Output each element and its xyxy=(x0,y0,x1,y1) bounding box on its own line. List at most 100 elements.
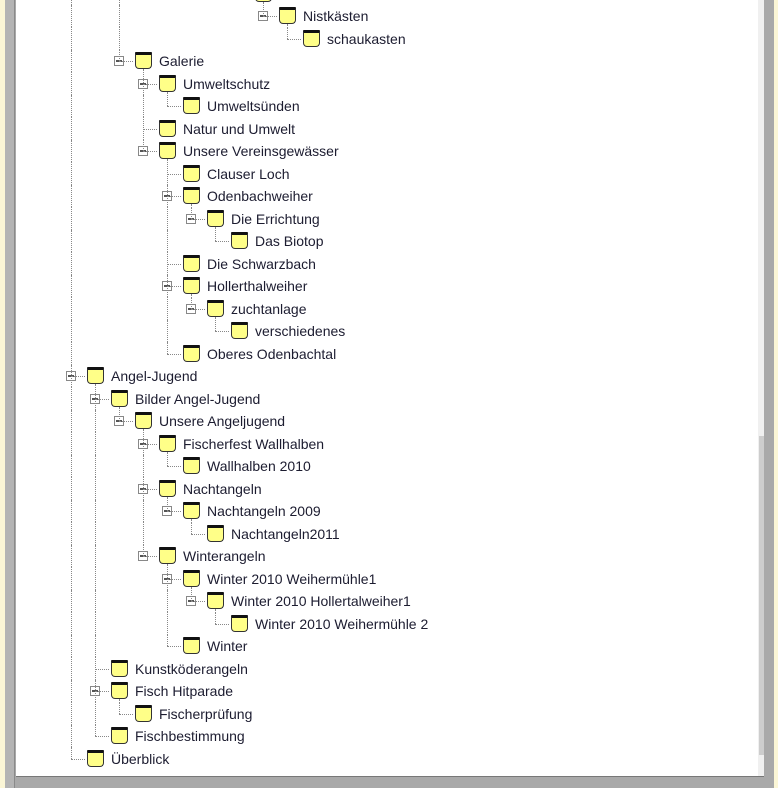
tree-item[interactable]: Galerie xyxy=(113,50,513,72)
tree-item-label: Umweltschutz xyxy=(183,75,271,92)
tree-guide-line xyxy=(143,83,157,85)
tree-item[interactable]: Hollerthalweiher xyxy=(161,275,561,297)
folder-icon xyxy=(87,367,104,384)
tree-guide-line xyxy=(143,499,144,523)
tree-guide-line xyxy=(71,319,72,343)
tree-item[interactable]: Die Schwarzbach xyxy=(161,253,561,275)
tree-guide-line xyxy=(167,159,168,164)
tree-guide-line xyxy=(95,736,109,737)
tree-item[interactable]: Nachtangeln2011 xyxy=(185,523,585,545)
tree-item[interactable]: Nachtangeln xyxy=(137,478,537,500)
tree-item[interactable]: Natur und Umwelt xyxy=(137,118,537,140)
tree-guide-line xyxy=(167,106,181,107)
tree-guide-line xyxy=(71,499,72,523)
tree-item-label: Clauser Loch xyxy=(207,165,290,182)
tree-item[interactable]: Wallhalben 2010 xyxy=(161,455,561,477)
tree-guide-line xyxy=(119,713,133,715)
tree-item[interactable]: Unsere Angeljugend xyxy=(113,410,513,432)
folder-icon xyxy=(111,389,128,407)
tree-guide-line xyxy=(263,16,277,17)
tree-item[interactable]: Unsere Vereinsgewässer xyxy=(137,140,537,162)
tree-item[interactable]: Winter 2010 Hollertalweiher1 xyxy=(185,590,585,612)
tree-guide-line xyxy=(143,443,157,445)
tree-item[interactable]: schaukasten xyxy=(281,28,681,50)
tree-item-label: Das Biotop xyxy=(255,233,324,249)
tree-item[interactable]: Oberes Odenbachtal xyxy=(161,343,561,365)
tree-guide-line xyxy=(71,162,72,185)
folder-icon xyxy=(159,434,176,452)
tree-item-label: verschiedenes xyxy=(255,323,346,339)
tree-item[interactable]: Fischerfest Wallhalben xyxy=(137,433,537,455)
tree-item[interactable]: Nistkästen xyxy=(257,5,657,27)
folder-icon xyxy=(183,254,200,272)
tree-item[interactable]: Die Errichtung xyxy=(185,208,585,230)
tree-guide-line xyxy=(215,319,216,331)
tree-guide-line xyxy=(71,544,72,568)
tree-item[interactable]: Bilder Angel-Jugend xyxy=(89,388,489,410)
tree-item[interactable]: Clauser Loch xyxy=(161,163,561,185)
folder-icon xyxy=(207,299,224,317)
tree-guide-line xyxy=(119,702,120,714)
tree-guide-line xyxy=(119,27,120,50)
tree-item[interactable]: verschiedenes xyxy=(209,320,609,342)
tree-guide-line xyxy=(143,556,157,557)
tree-item[interactable] xyxy=(233,0,633,5)
tree-guide-line xyxy=(71,27,72,50)
scroll-down-button[interactable]: ❯ xyxy=(758,757,764,775)
tree-guide-line xyxy=(119,0,120,5)
folder-icon xyxy=(111,682,128,699)
tree-item[interactable]: Angel-Jugend xyxy=(65,365,465,387)
tree-item[interactable]: Fischerprüfung xyxy=(113,703,513,725)
tree-item[interactable]: zuchtanlage xyxy=(185,298,585,320)
tree-item[interactable]: Umweltschutz xyxy=(137,73,537,95)
scrollbar-thumb[interactable] xyxy=(759,436,764,755)
tree-item[interactable]: Winter xyxy=(161,635,561,657)
tree-item[interactable]: Kunstköderangeln xyxy=(89,658,489,680)
tree-guide-line xyxy=(71,342,72,365)
tree-guide-line xyxy=(71,229,72,253)
folder-icon xyxy=(183,97,200,114)
tree-guide-line xyxy=(71,454,72,478)
tree-item[interactable]: Fisch Hitparade xyxy=(89,680,489,702)
tree-guide-line xyxy=(263,1,264,6)
tree-item[interactable]: Das Biotop xyxy=(209,230,609,252)
tree-item[interactable]: Winter 2010 Weihermühle1 xyxy=(161,568,561,590)
folder-icon xyxy=(159,142,176,159)
tree-item[interactable]: Fischbestimmung xyxy=(89,725,489,747)
tree-item[interactable]: Überblick xyxy=(65,748,465,770)
tree-guide-line xyxy=(167,499,168,511)
tree-item[interactable]: Odenbachweiher xyxy=(161,185,561,207)
tree-guide-line xyxy=(71,207,72,230)
folder-icon xyxy=(183,344,200,362)
folder-icon xyxy=(135,412,152,429)
tree-guide-line xyxy=(191,297,192,309)
tree-guide-line xyxy=(215,226,216,231)
tree-item-label: Unsere Vereinsgewässer xyxy=(183,143,339,159)
tree-guide-line xyxy=(95,691,109,692)
tree-guide-line xyxy=(167,454,168,466)
tree-guide-line xyxy=(167,229,168,253)
folder-icon xyxy=(207,592,224,609)
tree-item[interactable]: Nachtangeln 2009 xyxy=(161,500,561,522)
tree-item[interactable]: Umweltsünden xyxy=(161,95,561,117)
vertical-scrollbar[interactable]: ❯ xyxy=(758,0,764,776)
folder-icon xyxy=(159,119,176,137)
folder-icon xyxy=(135,52,152,69)
tree-guide-line xyxy=(167,91,168,96)
tree-guide-line xyxy=(71,376,85,377)
tree-item[interactable]: Winterangeln xyxy=(137,545,537,567)
tree-guide-line xyxy=(95,432,96,455)
tree-guide-line xyxy=(95,522,96,545)
window-frame-left xyxy=(5,0,15,788)
tree-guide-line xyxy=(71,432,72,455)
tree-item-label: Bilder Angel-Jugend xyxy=(135,390,261,407)
folder-icon xyxy=(207,524,224,542)
tree-guide-line xyxy=(167,578,181,580)
background-page-strip-right xyxy=(774,0,778,788)
tree-guide-line xyxy=(71,567,72,590)
tree-guide-line xyxy=(119,4,120,28)
folder-icon xyxy=(231,322,248,339)
tree-guide-line xyxy=(71,477,72,500)
tree-item[interactable]: Winter 2010 Weihermühle 2 xyxy=(209,613,609,635)
